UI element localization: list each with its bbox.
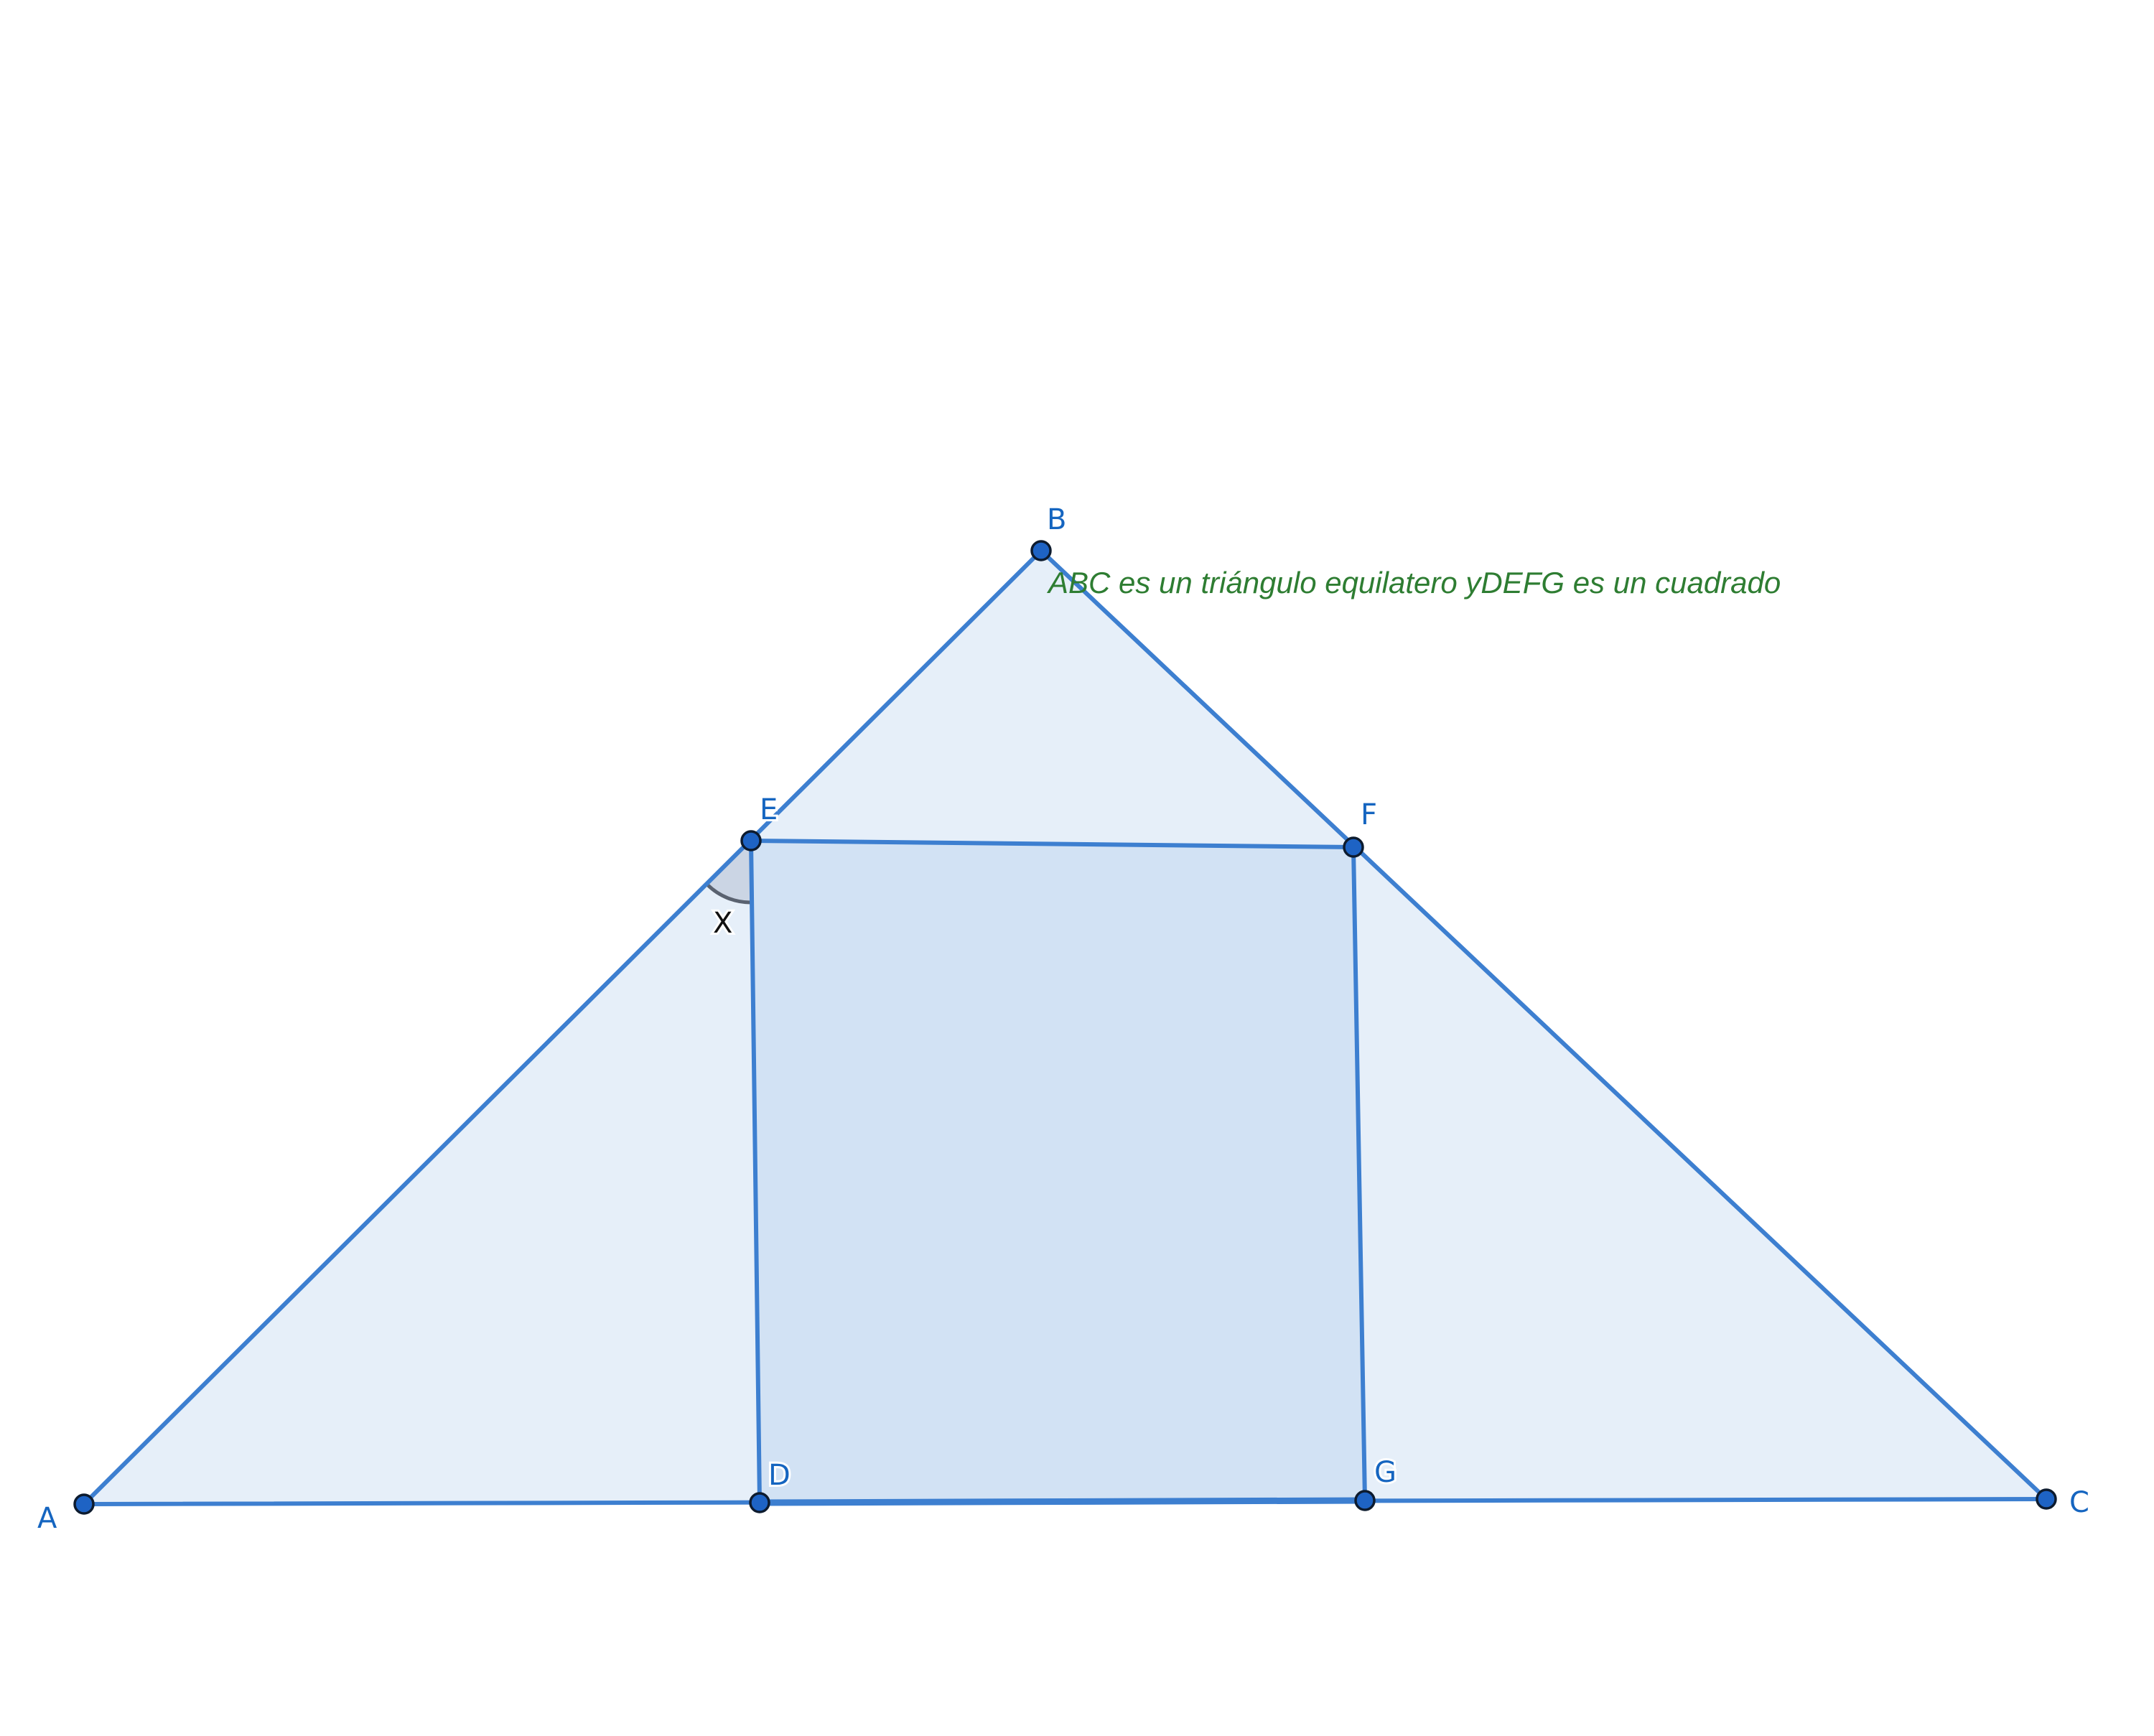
segment-bc: [1039, 549, 2048, 1501]
figure-caption: ABC es un triángulo equilatero yDEFG es …: [1046, 566, 1781, 599]
point-g[interactable]: [1354, 1490, 1376, 1511]
label-f: F: [1361, 798, 1377, 831]
point-f[interactable]: [1343, 836, 1364, 858]
label-b: B: [1047, 503, 1066, 536]
angle-x-arc: [706, 883, 752, 905]
angle-x-sector: [707, 841, 752, 903]
label-c: C: [2069, 1486, 2089, 1519]
label-d: D: [768, 1459, 791, 1492]
segment-fg: [1351, 845, 1367, 1503]
segment-de: [749, 839, 762, 1505]
point-e[interactable]: [740, 830, 762, 851]
segment-ab: [82, 549, 1043, 1506]
point-b[interactable]: [1030, 540, 1052, 561]
label-a: A: [37, 1502, 57, 1535]
point-c[interactable]: [2036, 1488, 2057, 1510]
square-defg: [751, 841, 1365, 1503]
label-g: G: [1374, 1456, 1397, 1489]
segment-gd: [756, 1497, 1369, 1506]
label-e: E: [760, 793, 778, 826]
point-d[interactable]: [749, 1492, 770, 1513]
segment-ef: [749, 839, 1356, 849]
angle-x-label: X: [713, 907, 732, 940]
point-a[interactable]: [73, 1493, 95, 1515]
